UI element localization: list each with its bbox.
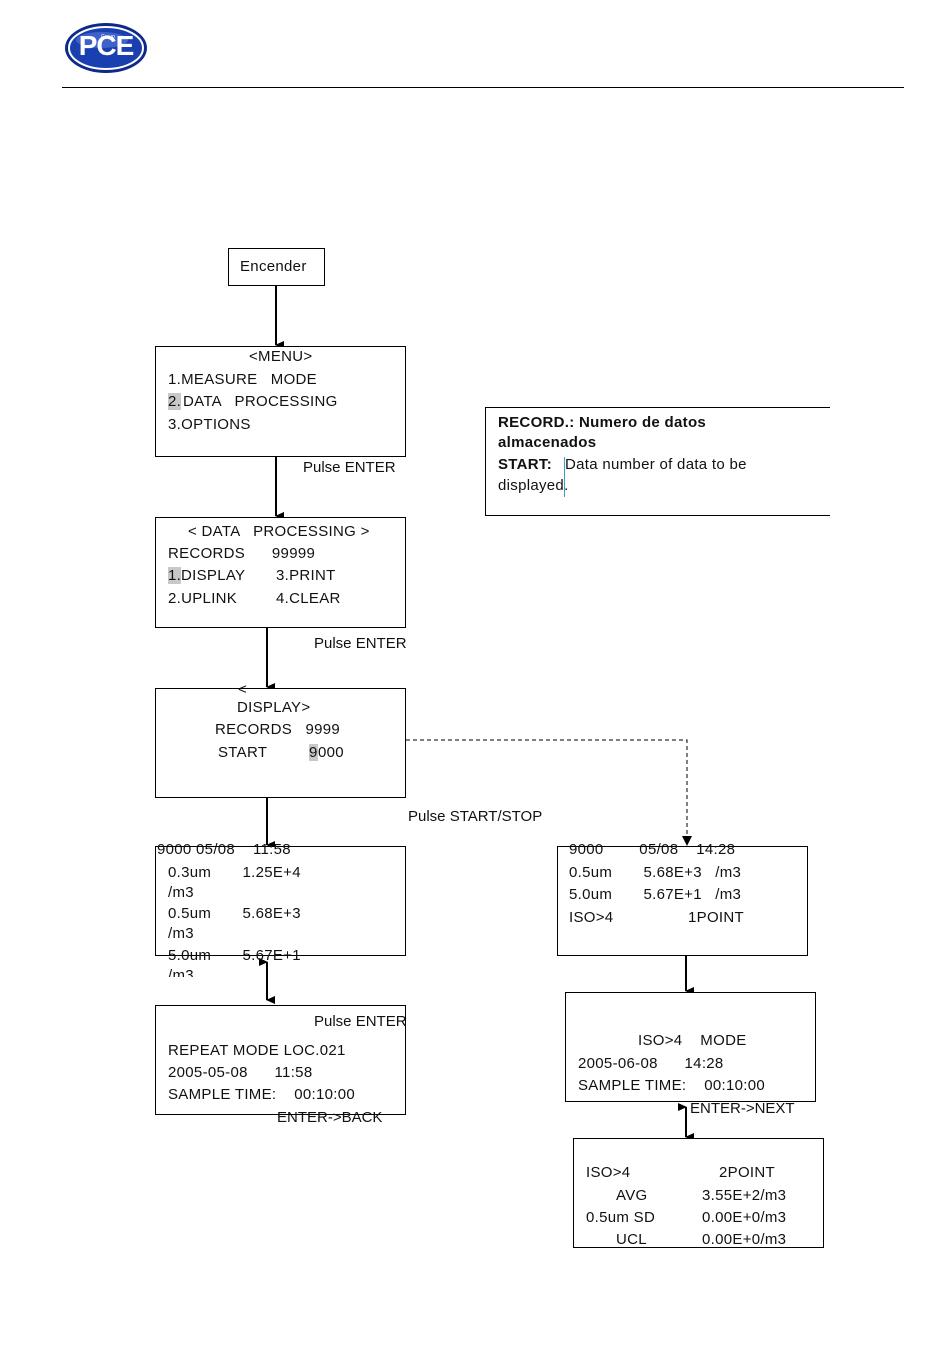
display-records: RECORDS 9999 — [215, 721, 341, 738]
right-data-header: 9000 05/08 14:28 — [569, 841, 736, 858]
legend-record-label-cont: almacenados — [498, 434, 597, 451]
right-data-point: 1POINT — [688, 909, 744, 926]
display-start-label: START — [218, 744, 268, 761]
legend-start-label: START: — [498, 456, 553, 473]
menu-item-data-processing: DATA PROCESSING — [183, 393, 338, 410]
iso-sd-value: 0.00E+0/m3 — [702, 1209, 787, 1226]
start-box: Encender — [228, 248, 325, 286]
pulse-enter-label-3: Pulse ENTER — [314, 1013, 407, 1030]
print-option: 3.PRINT — [276, 567, 336, 584]
menu-title: <MENU> — [249, 348, 313, 365]
left-data-screen: 9000 05/08 11:58 0.3um 1.25E+4 /m3 0.5um… — [155, 841, 406, 977]
display-option: DISPLAY — [181, 567, 246, 584]
iso-point-number: 2POINT — [719, 1164, 775, 1181]
left-data-row3: 5.0um 5.67E+1 — [168, 947, 301, 964]
iso-mode-screen: ISO>4 MODE 2005-06-08 14:28 SAMPLE TIME:… — [565, 992, 816, 1102]
uplink-option: 2.UPLINK — [168, 590, 238, 607]
menu-item-options: 3.OPTIONS — [168, 416, 251, 433]
repeat-mode-screen: REPEAT MODE LOC.021 2005-05-08 11:58 SAM… — [155, 1005, 406, 1115]
right-data-row1: 0.5um 5.68E+3 /m3 — [569, 864, 742, 881]
iso-point-label: ISO>4 — [586, 1164, 631, 1181]
right-data-iso: ISO>4 — [569, 909, 614, 926]
legend-cursor-mark — [564, 457, 565, 497]
enter-next-label: ENTER->NEXT — [690, 1100, 795, 1117]
iso-mode-title: ISO>4 MODE — [638, 1032, 747, 1049]
left-data-row3-unit: /m3 — [168, 967, 194, 977]
menu-item-data-processing-number: 2. — [168, 393, 182, 410]
left-data-row2-unit: /m3 — [168, 925, 194, 942]
clear-option: 4.CLEAR — [276, 590, 341, 607]
enter-back-label: ENTER->BACK — [277, 1109, 383, 1126]
display-option-number: 1. — [168, 567, 182, 584]
left-data-row2: 0.5um 5.68E+3 — [168, 905, 301, 922]
right-data-row2: 5.0um 5.67E+1 /m3 — [569, 886, 742, 903]
iso-mode-date: 2005-06-08 14:28 — [578, 1055, 724, 1072]
start-label: Encender — [240, 258, 307, 275]
legend-start-text: Data number of data to be — [565, 456, 747, 473]
display-title: DISPLAY> — [237, 699, 311, 716]
iso-sd-label: 0.5um SD — [586, 1209, 656, 1226]
iso-ucl-value: 0.00E+0/m3 — [702, 1231, 787, 1248]
menu-item-measure-mode: 1.MEASURE MODE — [168, 371, 317, 388]
iso-avg-label: AVG — [616, 1187, 648, 1204]
pce-logo: PCE Group — [64, 22, 148, 74]
left-data-row1: 0.3um 1.25E+4 — [168, 864, 301, 881]
pulse-enter-label-2: Pulse ENTER — [314, 635, 407, 652]
dashed-display-to-right-data — [406, 739, 688, 842]
header-rule — [62, 87, 904, 88]
records-line: RECORDS 99999 — [168, 545, 316, 562]
repeat-sample-time: SAMPLE TIME: 00:10:00 — [168, 1086, 356, 1103]
iso-avg-value: 3.55E+2/m3 — [702, 1187, 787, 1204]
pulse-start-stop-label: Pulse START/STOP — [408, 808, 543, 825]
repeat-date-line: 2005-05-08 11:58 — [168, 1064, 313, 1081]
data-processing-screen: < DATA PROCESSING > RECORDS 99999 1. DIS… — [155, 517, 406, 628]
right-data-screen: 9000 05/08 14:28 0.5um 5.68E+3 /m3 5.0um… — [557, 841, 808, 956]
left-data-row1-unit: /m3 — [168, 884, 194, 901]
display-screen: < DISPLAY> RECORDS 9999 START 9 000 — [155, 681, 406, 798]
display-start-value: 000 — [318, 744, 344, 761]
left-data-header: 9000 05/08 11:58 — [157, 841, 291, 858]
data-processing-title: < DATA PROCESSING > — [188, 523, 370, 540]
logo-small-text: Group — [101, 34, 115, 40]
display-title-bracket: < — [238, 681, 248, 698]
iso-mode-sample-time: SAMPLE TIME: 00:10:00 — [578, 1077, 766, 1094]
iso-point-screen: ISO>4 2POINT AVG 3.55E+2/m3 0.5um SD 0.0… — [573, 1138, 824, 1248]
legend-record-label: RECORD.: Numero de datos — [498, 414, 707, 431]
repeat-mode-line: REPEAT MODE LOC.021 — [168, 1042, 346, 1059]
legend-start-text-cont: displayed. — [498, 477, 569, 494]
pulse-enter-label-1: Pulse ENTER — [303, 459, 396, 476]
logo-text: PCE — [78, 30, 135, 61]
display-start-cursor-digit: 9 — [309, 744, 318, 761]
iso-ucl-label: UCL — [616, 1231, 647, 1248]
menu-screen: <MENU> 1.MEASURE MODE 2. DATA PROCESSING… — [155, 346, 406, 457]
legend-box: RECORD.: Numero de datos almacenados STA… — [485, 407, 830, 516]
